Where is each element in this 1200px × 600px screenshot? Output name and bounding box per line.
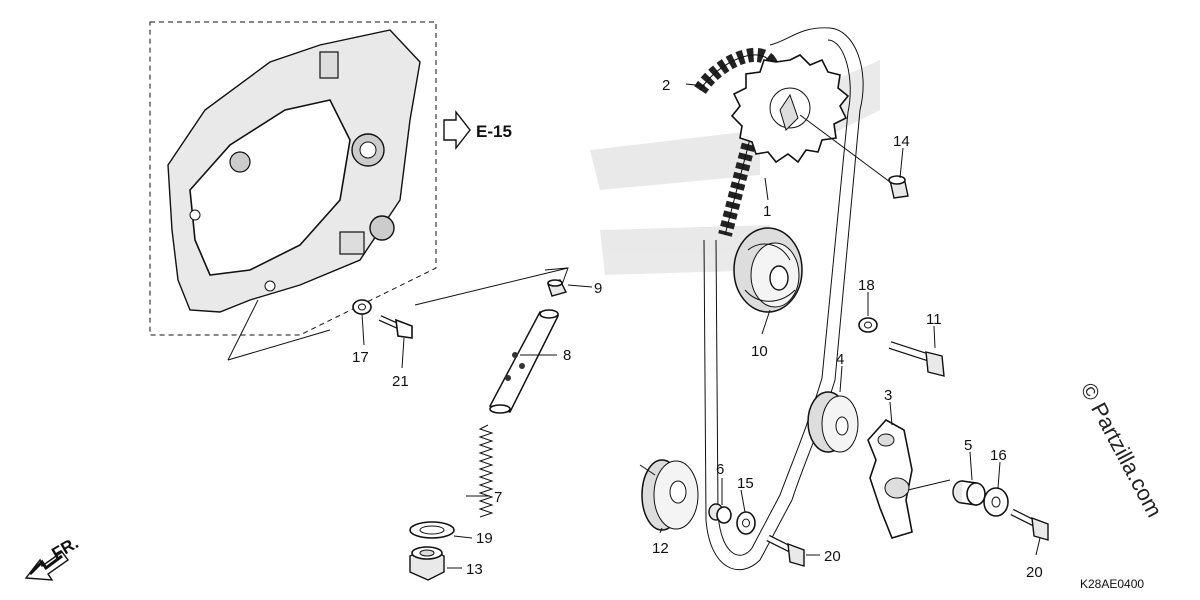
diagram-code: K28AE0400: [1080, 577, 1144, 591]
crankcase-hole: [189, 209, 201, 221]
tensioner-arm-3[interactable]: [867, 418, 951, 539]
callout-17[interactable]: 17: [352, 349, 369, 366]
guide-line: [414, 267, 569, 306]
callout-14[interactable]: 14: [893, 133, 910, 150]
washer-18[interactable]: [858, 317, 878, 333]
callout-5[interactable]: 5: [964, 437, 972, 454]
callout-19[interactable]: 19: [476, 530, 493, 547]
crankcase-bearing-small: [369, 215, 395, 241]
callout-3[interactable]: 3: [884, 387, 892, 404]
tensioner-pivot-shaft-8[interactable]: [488, 309, 560, 414]
washer-19[interactable]: [409, 521, 455, 539]
roller-4[interactable]: [807, 391, 859, 453]
guide-line: [227, 299, 259, 361]
callout-1[interactable]: 1: [763, 203, 771, 220]
callout-2[interactable]: 2: [662, 77, 670, 94]
front-direction-marker: FR.: [24, 533, 82, 581]
crankcase-bearing-left: [229, 151, 251, 173]
callout-13[interactable]: 13: [466, 561, 483, 578]
hollow-arrow-icon: [443, 109, 471, 151]
callout-8[interactable]: 8: [563, 347, 571, 364]
crankcase-hole: [264, 280, 276, 292]
guide-roller-10[interactable]: [733, 227, 803, 313]
collar-5[interactable]: [952, 480, 986, 506]
reference-label: E-15: [476, 122, 512, 141]
callout-16[interactable]: 16: [990, 447, 1007, 464]
callout-6[interactable]: 6: [716, 461, 724, 478]
watermark-text: © Partzilla.com: [1076, 379, 1168, 522]
crankcase-inner-face: [189, 99, 351, 276]
callout-20-right[interactable]: 20: [1026, 564, 1043, 581]
leader-lines: [361, 83, 1041, 569]
collar-6[interactable]: [708, 503, 732, 524]
callout-11[interactable]: 11: [926, 311, 942, 328]
sealing-bolt-13[interactable]: [409, 546, 445, 581]
bolt-21[interactable]: [378, 315, 413, 339]
crankcase-bearing-large-inner: [359, 141, 377, 159]
chain-loop-inner: [715, 39, 851, 556]
bolt-20-lower[interactable]: [766, 534, 805, 567]
callout-21[interactable]: 21: [392, 373, 409, 390]
callout-numbers: 1 2 3 4 5 6 7 8 9 10 11 12 13 14 15 16 1…: [352, 77, 1043, 581]
bolt-11[interactable]: [888, 341, 945, 377]
callout-4[interactable]: 4: [836, 351, 844, 368]
callout-20-lower[interactable]: 20: [824, 548, 841, 565]
callout-12[interactable]: 12: [652, 540, 669, 557]
bolt-14[interactable]: [888, 175, 909, 199]
callout-7[interactable]: 7: [494, 489, 502, 506]
crankcase-boss: [319, 51, 339, 79]
washer-17[interactable]: [352, 299, 372, 315]
callout-9[interactable]: 9: [594, 280, 602, 297]
crankcase-mount: [339, 231, 365, 255]
tensioner-spring-7[interactable]: [478, 424, 494, 518]
callout-18[interactable]: 18: [858, 277, 875, 294]
washer-16[interactable]: [983, 487, 1009, 517]
bolt-20-right[interactable]: [1010, 508, 1049, 541]
callout-15[interactable]: 15: [737, 475, 754, 492]
washer-15[interactable]: [736, 511, 756, 535]
callout-10[interactable]: 10: [751, 343, 768, 360]
sprocket-1[interactable]: [730, 54, 850, 164]
reference-arrow[interactable]: E-15: [443, 109, 512, 151]
bushing-9[interactable]: [547, 279, 568, 297]
guide-line: [227, 329, 331, 361]
roller-12[interactable]: [641, 459, 699, 531]
crankcase-assembly[interactable]: [149, 21, 437, 336]
